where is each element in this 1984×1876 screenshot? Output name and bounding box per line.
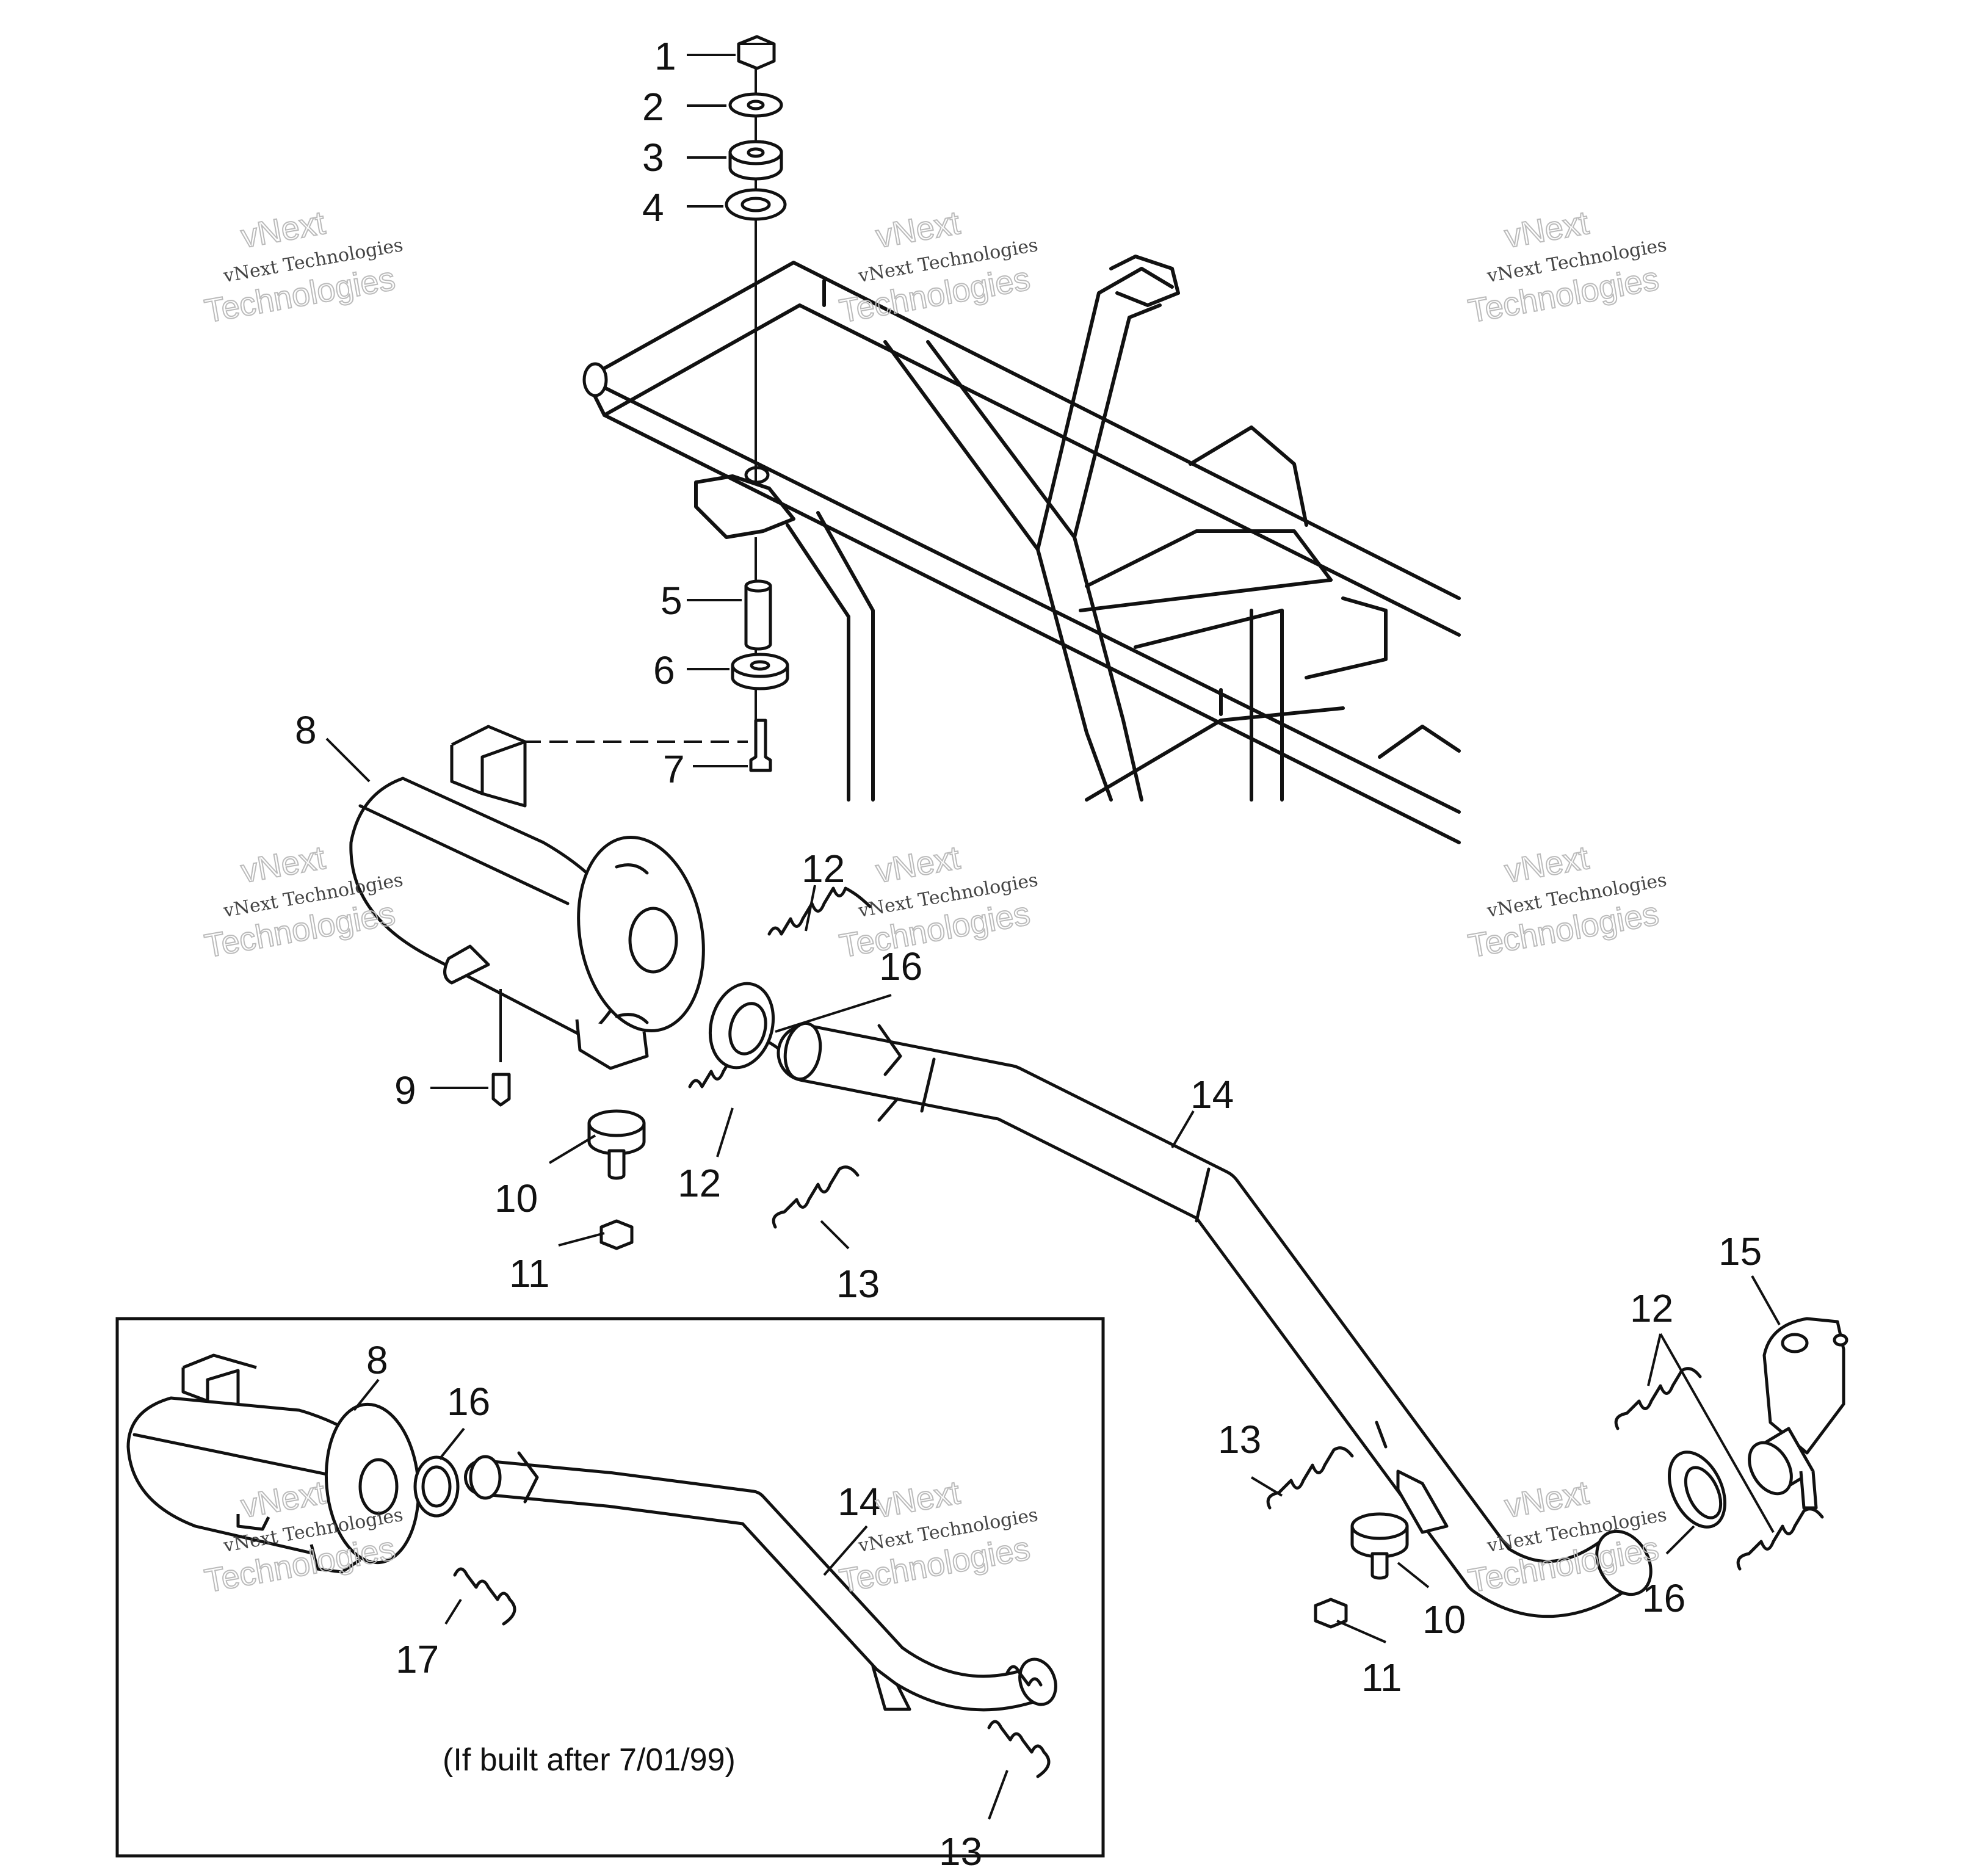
callout-5: 5: [661, 579, 682, 623]
svg-text:vNext: vNext: [1502, 205, 1591, 255]
callout-13-a: 13: [836, 1262, 880, 1306]
callout-2: 2: [642, 85, 664, 129]
callout-13-inset: 13: [939, 1830, 982, 1874]
callout-10: 10: [494, 1176, 538, 1220]
callout-9: 9: [394, 1068, 416, 1112]
callout-8-inset: 8: [366, 1338, 388, 1382]
spring-part-13: [772, 1165, 860, 1229]
spring-part-12-right-b: [1736, 1507, 1824, 1571]
callout-1: 1: [654, 34, 676, 78]
callout-6: 6: [653, 648, 675, 692]
nut-part-1: [737, 35, 776, 70]
callout-16-inset: 16: [447, 1380, 490, 1424]
spring-part-12-right-a: [1614, 1367, 1702, 1430]
grommet-part-10-left: [587, 1109, 646, 1180]
callout-12-b: 12: [678, 1161, 721, 1205]
spring-part-13-inset: [987, 1720, 1051, 1778]
callout-11-b: 11: [1361, 1656, 1402, 1700]
callout-4: 4: [642, 186, 664, 230]
watermark: vNext vNext Technologies Technologies: [1465, 204, 1668, 330]
muffler-part-8: [349, 725, 705, 1107]
inset-box: [115, 1317, 1105, 1858]
seal-part-16-main: [708, 982, 775, 1070]
callout-15: 15: [1718, 1230, 1762, 1273]
callout-8: 8: [295, 708, 317, 752]
callout-12-c: 12: [1630, 1286, 1673, 1330]
callout-17: 17: [396, 1637, 439, 1681]
watermark: vNext vNext Technologies Technologies: [1465, 839, 1668, 965]
mounting-hardware: [523, 35, 789, 772]
callout-11: 11: [509, 1251, 549, 1295]
spring-part-13-right: [1266, 1446, 1354, 1510]
svg-text:vNext: vNext: [238, 205, 327, 255]
leader-lines: [325, 54, 1781, 1820]
nut-part-11-right: [1314, 1598, 1348, 1629]
vehicle-frame: [582, 255, 1461, 844]
svg-text:vNext: vNext: [873, 839, 962, 890]
spring-part-17: [453, 1567, 516, 1626]
head-pipe-part-14: [777, 1021, 1653, 1618]
svg-text:vNext: vNext: [1502, 839, 1591, 890]
callout-7: 7: [663, 747, 685, 791]
inset-note: (If built after 7/01/99): [443, 1742, 736, 1778]
callout-12-a: 12: [802, 847, 845, 891]
svg-text:vNext: vNext: [873, 205, 962, 255]
callout-14-a: 14: [1190, 1073, 1234, 1117]
callout-3: 3: [642, 136, 664, 179]
bolt-part-7: [749, 719, 772, 772]
callout-16-a: 16: [879, 944, 922, 988]
svg-text:vNext: vNext: [238, 839, 327, 890]
watermark: vNext vNext Technologies Technologies: [836, 204, 1040, 330]
callout-10-b: 10: [1422, 1598, 1466, 1642]
spacer-part-5: [744, 584, 772, 651]
exhaust-adapter-part-15: [1748, 1317, 1848, 1510]
nut-part-11-left: [599, 1219, 634, 1250]
svg-text:vNext: vNext: [1502, 1474, 1591, 1525]
grommet-part-10-right: [1350, 1512, 1409, 1580]
seal-part-16-right: [1668, 1450, 1726, 1529]
callout-16-b: 16: [1642, 1576, 1685, 1620]
callout-14-inset: 14: [838, 1480, 881, 1524]
callouts: 1 2 3 4 5 6 7 8 9 10 11 12 12 16 13 14 1…: [295, 34, 1762, 1874]
svg-text:vNext: vNext: [873, 1474, 962, 1525]
callout-13-b: 13: [1218, 1418, 1261, 1461]
spring-part-12-upper: [767, 886, 872, 936]
watermark: vNext vNext Technologies Technologies: [201, 204, 405, 330]
